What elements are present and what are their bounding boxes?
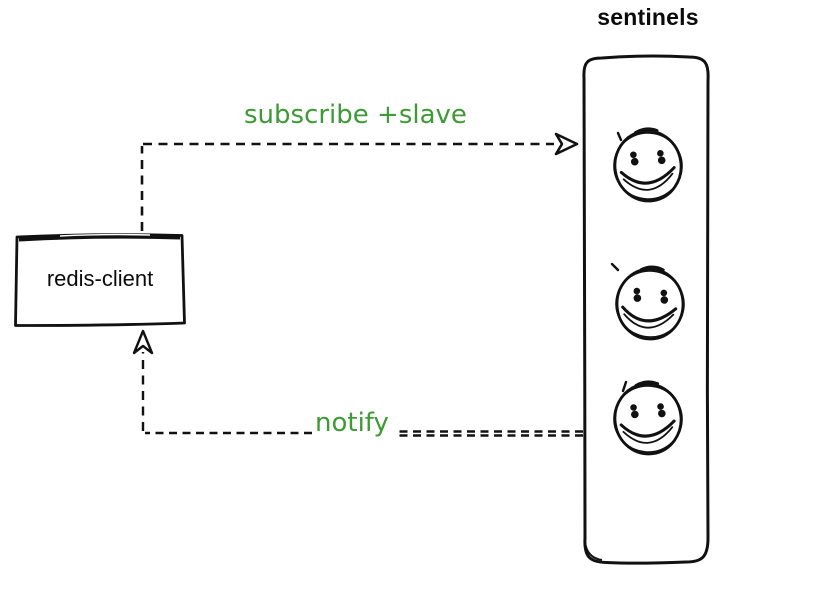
sentinel-smiley-top xyxy=(606,124,690,208)
sentinel-smiley-middle xyxy=(608,261,692,347)
subscribe-arrow xyxy=(140,132,579,231)
sentinels-container xyxy=(582,54,710,565)
redis-client-box xyxy=(14,233,186,327)
sentinels-title: sentinels xyxy=(597,4,699,30)
arrowhead-up-icon xyxy=(132,329,154,355)
sentinel-smiley-bottom xyxy=(607,377,689,461)
notify-arrow xyxy=(132,329,583,437)
notify-edge-label: notify xyxy=(313,408,391,438)
redis-client-label: redis-client xyxy=(46,266,154,291)
arrowhead-right-icon xyxy=(554,132,579,156)
subscribe-edge-label: subscribe +slave xyxy=(244,100,467,130)
